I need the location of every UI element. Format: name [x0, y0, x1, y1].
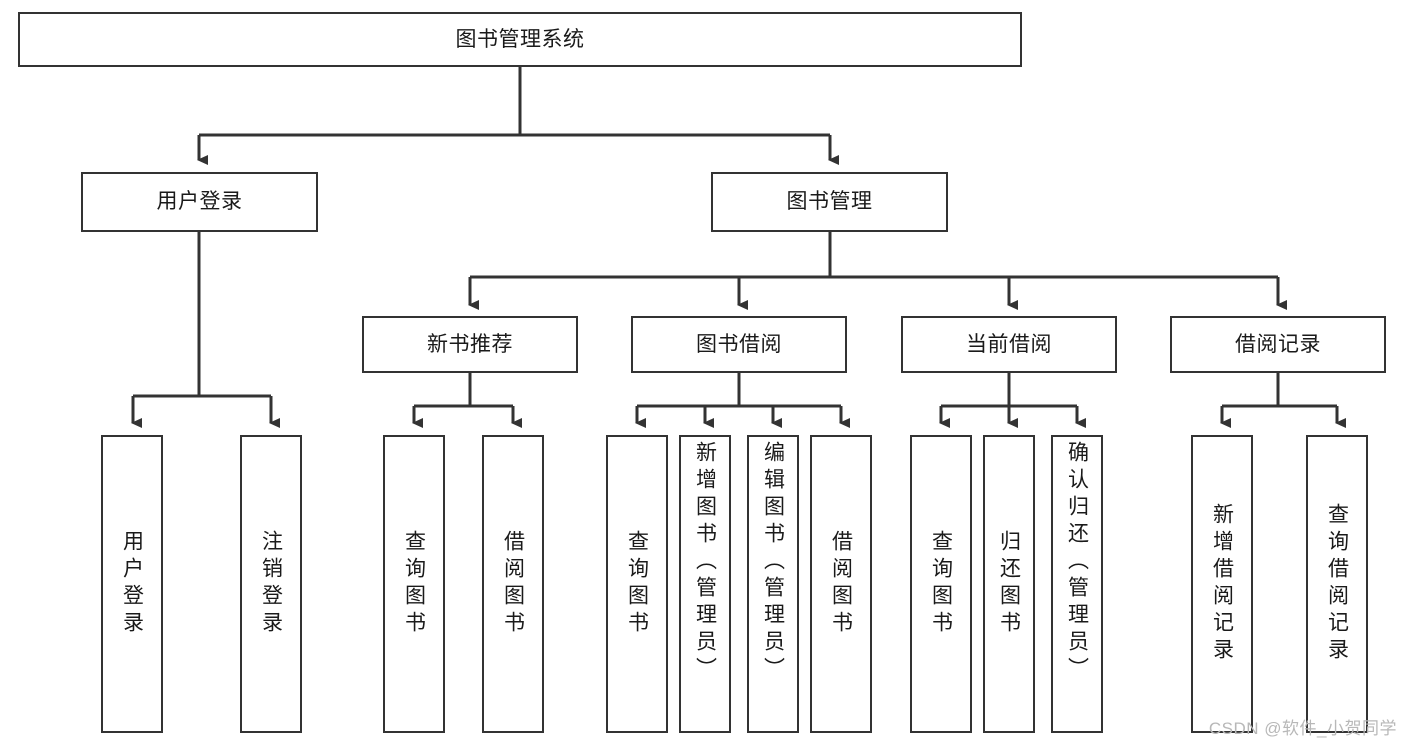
leaf-query-book-2[interactable]: 查询图书 [606, 435, 668, 733]
leaf-query-record-label: 查询借阅记录 [1325, 503, 1349, 665]
leaf-add-record-label: 新增借阅记录 [1210, 503, 1234, 665]
leaf-confirm-return[interactable]: 确认归还（管理员） [1051, 435, 1103, 733]
csdn-watermark: CSDN @软件_小贺同学 [1208, 719, 1397, 738]
node-new-book-recommend[interactable]: 新书推荐 [362, 316, 578, 373]
edges-bookmanage-to-level3 [468, 232, 1287, 310]
leaf-logout-login-label: 注销登录 [259, 530, 283, 638]
leaf-return-book[interactable]: 归还图书 [983, 435, 1035, 733]
leaf-user-login[interactable]: 用户登录 [101, 435, 163, 733]
leaf-query-book-1-label: 查询图书 [402, 530, 426, 638]
leaf-edit-book-label: 编辑图书（管理员） [761, 441, 785, 684]
leaf-query-book-2-label: 查询图书 [625, 530, 649, 638]
leaf-confirm-return-label: 确认归还（管理员） [1065, 441, 1089, 684]
edges-userlogin-to-leaves [131, 232, 280, 428]
leaf-edit-book[interactable]: 编辑图书（管理员） [747, 435, 799, 733]
node-current-borrow-label: 当前借阅 [966, 332, 1052, 356]
edges-bookborrow-to-leaves [635, 373, 850, 428]
leaf-borrow-book-2[interactable]: 借阅图书 [810, 435, 872, 733]
node-user-login-label: 用户登录 [156, 190, 243, 214]
leaf-query-book-3-label: 查询图书 [929, 530, 953, 638]
node-book-borrow-label: 图书借阅 [696, 332, 782, 356]
leaf-return-book-label: 归还图书 [997, 530, 1021, 638]
leaf-user-login-label: 用户登录 [120, 530, 144, 638]
node-borrow-record[interactable]: 借阅记录 [1170, 316, 1386, 373]
edges-root-to-level2 [197, 67, 839, 165]
node-current-borrow[interactable]: 当前借阅 [901, 316, 1117, 373]
leaf-borrow-book-1-label: 借阅图书 [501, 530, 525, 638]
node-borrow-record-label: 借阅记录 [1235, 332, 1321, 356]
edges-borrowrecord-to-leaves [1220, 373, 1346, 428]
node-user-login[interactable]: 用户登录 [81, 172, 318, 232]
node-root[interactable]: 图书管理系统 [18, 12, 1022, 67]
leaf-query-record[interactable]: 查询借阅记录 [1306, 435, 1368, 733]
leaf-query-book-1[interactable]: 查询图书 [383, 435, 445, 733]
edges-newbook-to-leaves [412, 373, 522, 428]
node-book-manage-label: 图书管理 [786, 190, 873, 214]
node-book-borrow[interactable]: 图书借阅 [631, 316, 847, 373]
leaf-add-record[interactable]: 新增借阅记录 [1191, 435, 1253, 733]
leaf-logout-login[interactable]: 注销登录 [240, 435, 302, 733]
leaf-borrow-book-1[interactable]: 借阅图书 [482, 435, 544, 733]
leaf-query-book-3[interactable]: 查询图书 [910, 435, 972, 733]
node-book-manage[interactable]: 图书管理 [711, 172, 948, 232]
node-root-label: 图书管理系统 [455, 27, 585, 51]
edges-currentborrow-to-leaves [939, 373, 1086, 428]
node-new-book-recommend-label: 新书推荐 [427, 332, 513, 356]
leaf-borrow-book-2-label: 借阅图书 [829, 530, 853, 638]
leaf-add-book[interactable]: 新增图书（管理员） [679, 435, 731, 733]
leaf-add-book-label: 新增图书（管理员） [693, 441, 717, 684]
